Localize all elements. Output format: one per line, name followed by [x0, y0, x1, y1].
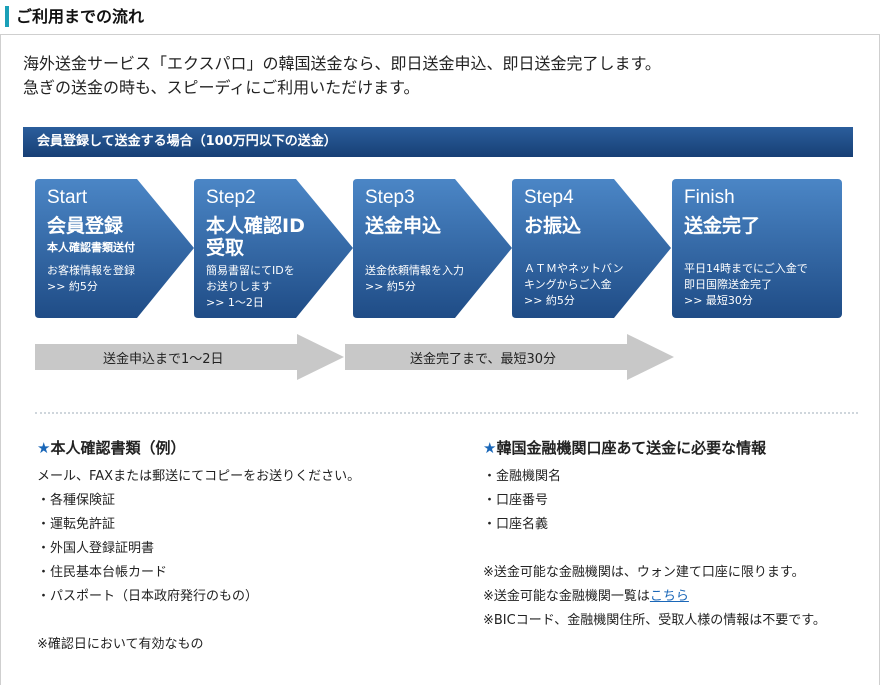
bank-note-2-text: ※送金可能な金融機関一覧は [483, 589, 650, 604]
step-title: 送金完了 [684, 215, 761, 237]
step-description: お客様情報を登録 >> 約5分 [47, 264, 135, 293]
list-item: ・金融機関名 [483, 469, 562, 484]
intro-line-2: 急ぎの送金の時も、スピーディにご利用いただけます。 [23, 78, 420, 97]
step-heading: Finish [684, 187, 735, 208]
arrow-shape [35, 334, 344, 380]
arrow-label: 送金完了まで、最短30分 [410, 352, 557, 367]
step-start: Start 会員登録 本人確認書類送付 お客様情報を登録 >> 約5分 [35, 179, 194, 318]
step-heading: Step3 [365, 187, 415, 208]
header-accent-bar [5, 6, 9, 27]
section-header: ご利用までの流れ [0, 0, 880, 34]
intro-line-1: 海外送金サービス「エクスパロ」の韓国送金なら、即日送金申込、即日送金完了します。 [23, 54, 661, 73]
step-shape [512, 179, 671, 318]
bank-info-heading: ★韓国金融機関口座あて送金に必要な情報 [483, 437, 766, 458]
list-item: ・パスポート（日本政府発行のもの） [37, 589, 259, 604]
step-finish: Finish 送金完了 平日14時までにご入金で 即日国際送金完了 >> 最短3… [672, 179, 842, 318]
bank-note-3: ※BICコード、金融機関住所、受取人様の情報は不要です。 [483, 613, 826, 628]
step-heading: Start [47, 187, 88, 208]
step-shape [194, 179, 353, 318]
step-subtitle: 本人確認書類送付 [47, 241, 135, 254]
bank-info-title: 韓国金融機関口座あて送金に必要な情報 [496, 439, 767, 457]
list-item: ・口座番号 [483, 493, 549, 508]
step-description: 簡易書留にてIDを お送りします >> 1～2日 [206, 264, 295, 309]
flow-band: 会員登録して送金する場合（100万円以下の送金） [23, 127, 853, 157]
duration-arrow-1: 送金申込まで1～2日 [35, 334, 344, 380]
id-documents-heading: ★本人確認書類（例） [37, 437, 185, 458]
step-description: 平日14時までにご入金で 即日国際送金完了 >> 最短30分 [684, 262, 808, 307]
step-description: ＡＴＭやネットバン キングからご入金 >> 約5分 [524, 262, 624, 307]
dotted-divider [35, 412, 858, 414]
id-documents-note: ※確認日において有効なもの [37, 637, 204, 652]
step-3: Step3 送金申込 送金依頼情報を入力 >> 約5分 [353, 179, 512, 318]
id-documents-title: 本人確認書類（例） [50, 439, 186, 457]
bank-list-link[interactable]: こちら [649, 589, 689, 604]
arrow-shape [345, 334, 674, 380]
step-title: 送金申込 [365, 215, 442, 237]
step-shape [353, 179, 512, 318]
star-icon: ★ [37, 439, 51, 457]
step-2: Step2 本人確認ID 受取 簡易書留にてIDを お送りします >> 1～2日 [194, 179, 353, 318]
bank-note-2: ※送金可能な金融機関一覧はこちら [483, 585, 689, 609]
step-description: 送金依頼情報を入力 >> 約5分 [365, 264, 464, 293]
list-item: ・口座名義 [483, 517, 549, 532]
list-item: ・運転免許証 [37, 517, 116, 532]
step-heading: Step4 [524, 187, 574, 208]
bank-note-1: ※送金可能な金融機関は、ウォン建て口座に限ります。 [483, 565, 805, 580]
star-icon: ★ [483, 439, 497, 457]
page-title: ご利用までの流れ [16, 7, 145, 26]
list-item: ・各種保険証 [37, 493, 116, 508]
list-item: ・外国人登録証明書 [37, 541, 155, 556]
arrow-label: 送金申込まで1～2日 [103, 352, 224, 367]
step-heading: Step2 [206, 187, 256, 208]
step-4: Step4 お振込 ＡＴＭやネットバン キングからご入金 >> 約5分 [512, 179, 671, 318]
duration-arrow-2: 送金完了まで、最短30分 [345, 334, 674, 380]
step-shape [35, 179, 194, 318]
id-documents-lead: メール、FAXまたは郵送にてコピーをお送りください。 [37, 469, 361, 484]
intro-text: 海外送金サービス「エクスパロ」の韓国送金なら、即日送金申込、即日送金完了します。… [23, 52, 661, 100]
step-shape [672, 179, 842, 318]
step-title: お振込 [524, 215, 582, 237]
list-item: ・住民基本台帳カード [37, 565, 168, 580]
step-title: 本人確認ID 受取 [206, 215, 305, 259]
step-title: 会員登録 [47, 215, 124, 237]
